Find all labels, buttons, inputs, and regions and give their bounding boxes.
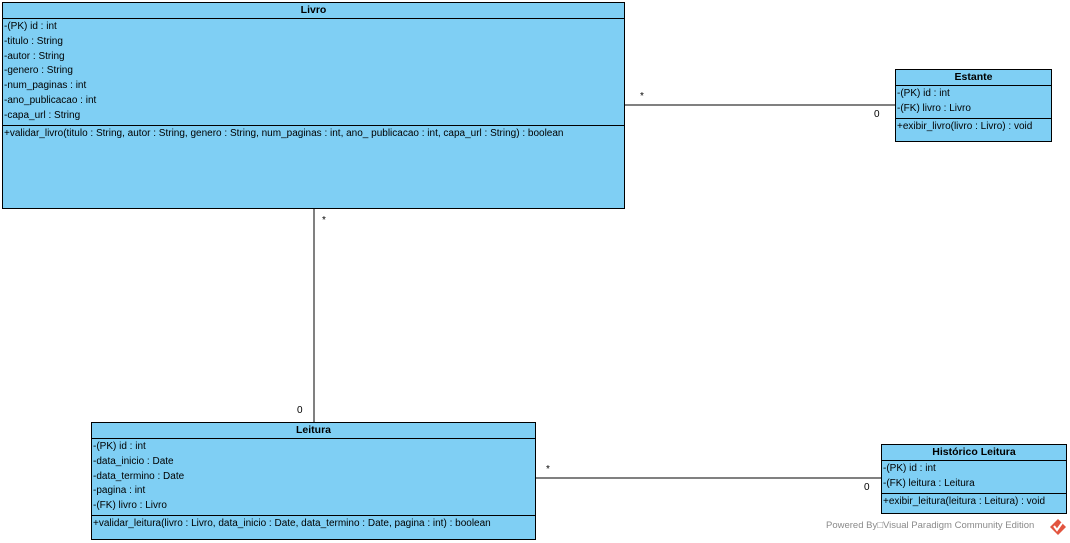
multiplicity-livro-leitura-target: 0 <box>297 405 303 416</box>
class-leitura-attributes: -(PK) id : int -data_inicio : Date -data… <box>92 439 535 516</box>
class-historico-leitura[interactable]: Histórico Leitura -(PK) id : int -(FK) l… <box>881 444 1067 514</box>
operation: +validar_leitura(livro : Livro, data_ini… <box>93 517 491 529</box>
class-estante-name: Estante <box>896 70 1051 86</box>
attribute: -genero : String <box>4 65 73 77</box>
class-leitura-operations: +validar_leitura(livro : Livro, data_ini… <box>92 516 535 532</box>
class-historico-leitura-operations: +exibir_leitura(leitura : Leitura) : voi… <box>882 494 1066 510</box>
class-livro-attributes: -(PK) id : int -titulo : String -autor :… <box>3 19 624 126</box>
class-estante-operations: +exibir_livro(livro : Livro) : void <box>896 119 1051 135</box>
class-historico-leitura-name: Histórico Leitura <box>882 445 1066 461</box>
attribute: -(PK) id : int <box>93 441 146 452</box>
class-livro-operations: +validar_livro(titulo : String, autor : … <box>3 126 624 142</box>
class-historico-leitura-attributes: -(PK) id : int -(FK) leitura : Leitura <box>882 461 1066 494</box>
multiplicity-livro-leitura-source: * <box>322 215 326 226</box>
multiplicity-leitura-historico-source: * <box>546 464 550 475</box>
attribute: -capa_url : String <box>4 109 81 121</box>
class-livro-name: Livro <box>3 3 624 19</box>
operation: +exibir_leitura(leitura : Leitura) : voi… <box>883 495 1046 507</box>
attribute: -autor : String <box>4 50 65 62</box>
multiplicity-livro-estante-target: 0 <box>874 109 880 120</box>
multiplicity-livro-estante-source: * <box>640 91 644 102</box>
powered-by-footer: Powered By□Visual Paradigm Community Edi… <box>826 520 1035 531</box>
attribute: -(PK) id : int <box>883 463 936 474</box>
operation: +validar_livro(titulo : String, autor : … <box>4 127 564 139</box>
attribute: -(PK) id : int <box>897 88 950 99</box>
attribute: -(FK) leitura : Leitura <box>883 477 975 489</box>
class-leitura-name: Leitura <box>92 423 535 439</box>
attribute: -ano_publicacao : int <box>4 94 97 106</box>
attribute: -num_paginas : int <box>4 80 87 92</box>
class-leitura[interactable]: Leitura -(PK) id : int -data_inicio : Da… <box>91 422 536 540</box>
visual-paradigm-logo-icon <box>1050 519 1066 535</box>
multiplicity-leitura-historico-target: 0 <box>864 482 870 493</box>
attribute: -(PK) id : int <box>4 21 57 32</box>
attribute: -titulo : String <box>4 35 63 47</box>
attribute: -(FK) livro : Livro <box>93 500 167 512</box>
attribute: -(FK) livro : Livro <box>897 102 971 114</box>
class-estante-attributes: -(PK) id : int -(FK) livro : Livro <box>896 86 1051 119</box>
attribute: -data_termino : Date <box>93 470 185 482</box>
attribute: -data_inicio : Date <box>93 455 174 467</box>
class-livro[interactable]: Livro -(PK) id : int -titulo : String -a… <box>2 2 625 209</box>
class-estante[interactable]: Estante -(PK) id : int -(FK) livro : Liv… <box>895 69 1052 142</box>
attribute: -pagina : int <box>93 485 146 497</box>
operation: +exibir_livro(livro : Livro) : void <box>897 120 1033 132</box>
